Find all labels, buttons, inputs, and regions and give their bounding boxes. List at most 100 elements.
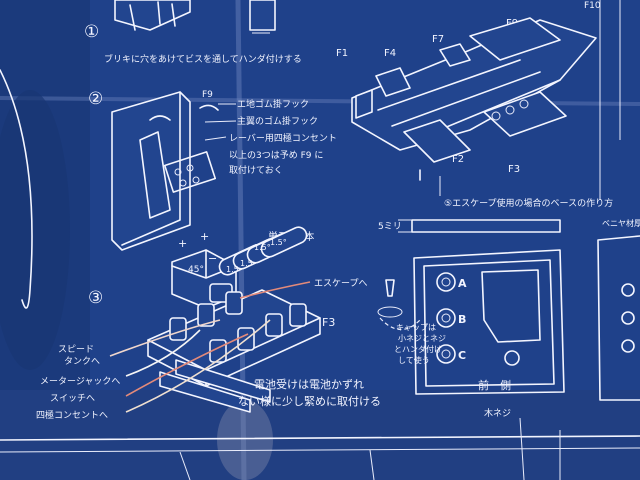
note-hook-1: エ地ゴム掛フック: [237, 98, 309, 110]
border-tick: [179, 451, 191, 480]
plus-mark: +: [200, 230, 209, 243]
part-f10-label: F10: [584, 1, 601, 11]
bulkhead-f1: [355, 89, 373, 119]
label-speed: スピード: [58, 344, 94, 355]
bulkhead-f9: [469, 17, 561, 61]
note-preinstall-2: 取付けておく: [229, 165, 283, 176]
step-1-detail: ① ブリキに穴をあけてビスを通してハンダ付けする: [84, 0, 302, 65]
screw-note-3: とハンダ付け: [394, 344, 442, 354]
terminal-b: [436, 308, 456, 328]
wire-escape: [239, 281, 311, 299]
screw: [157, 1, 161, 25]
part-f3-label: F3: [322, 316, 335, 329]
label-c: C: [458, 349, 466, 362]
bottom-border: 木ネジ: [0, 407, 640, 480]
f9-plate-edge: [121, 91, 181, 246]
wire-switch: [125, 333, 249, 397]
note-preinstall: 以上の3つは予め F9 に: [229, 150, 323, 161]
hook: [199, 104, 219, 111]
terminal-b-inner: [441, 313, 451, 323]
stain: [217, 400, 273, 480]
side-note: ベニヤ材厚にこれを: [602, 218, 640, 228]
battery-mark: 1.5: [226, 265, 239, 274]
battery-mark: 1.5: [240, 259, 253, 268]
note-outlet: レーバー用四極コンセント: [229, 132, 337, 144]
bulkhead-f7: [439, 43, 471, 67]
aa-cells: 1.5 1.5 1.5° 1.5°: [218, 226, 308, 276]
side-view-partial: [597, 235, 640, 401]
leader-line: [204, 136, 227, 141]
hook: [149, 115, 171, 121]
washer: [377, 306, 403, 318]
side-hole: [621, 311, 635, 325]
part-f3-label-top: F3: [508, 164, 520, 175]
wire-speed: [109, 319, 221, 357]
shadow: [0, 90, 70, 370]
outlet-hole: [192, 176, 200, 184]
step-3-detail: ③ F3 エスケープへ スピード タンクへ メータージャックへ スイッチへ 四極…: [36, 278, 381, 421]
label-speed-tank: タンクへ: [64, 356, 100, 367]
contact-clip: [197, 303, 215, 327]
border-line: [0, 447, 640, 453]
terminal-c: [436, 344, 456, 364]
minus-mark: −: [208, 252, 217, 265]
label-escape: エスケープへ: [314, 278, 367, 289]
label-a: A: [458, 277, 467, 290]
outlet-hole: [186, 164, 194, 172]
screw-note-2: 小ネジとネジ: [398, 334, 446, 343]
base-side-view: [411, 219, 561, 233]
aa-cell: [260, 226, 308, 258]
label-meter: メータージャックへ: [40, 376, 120, 387]
f9-plate: [111, 91, 191, 251]
fuselage-outline-left: [0, 69, 33, 309]
part-f7-label: F7: [432, 34, 444, 45]
step-2-detail: ② F9 エ地ゴム掛フック 主翼のゴム掛フック レーバー用四極コンセント 以上の…: [88, 89, 337, 251]
base-plan: [413, 249, 565, 395]
base-cutout: [481, 269, 541, 343]
screw: [171, 3, 176, 27]
outlet-hole: [179, 179, 187, 187]
side-hole: [621, 339, 635, 353]
part-f4-label: F4: [384, 48, 396, 59]
side-panel: [597, 235, 640, 401]
cell: [519, 99, 529, 109]
part-f2-label: F2: [452, 154, 464, 165]
terminal-c-inner: [441, 349, 451, 359]
terminal-a: [436, 272, 456, 292]
contact-clip: [289, 303, 307, 327]
part-f1-label: F1: [336, 48, 348, 59]
block-drawing: [249, 0, 276, 31]
bulkhead-f4: [375, 67, 411, 97]
label-b: B: [458, 313, 466, 326]
paper-shade-bottom: [0, 390, 640, 480]
note-top: ブリキに穴をあけてビスを通してハンダ付けする: [104, 53, 302, 65]
part-f9-label: F9: [202, 90, 213, 100]
battery-mark: 45°: [188, 265, 204, 275]
side-hole: [621, 283, 635, 297]
screw-note-4: して使う: [398, 355, 430, 365]
border-tick: [369, 449, 375, 480]
note-hook-2: 主翼のゴム掛フック: [237, 115, 318, 127]
contact-clip: [225, 291, 243, 315]
leader-arc: [379, 317, 421, 331]
contact-clip: [169, 317, 187, 341]
floor-f3: [483, 91, 567, 137]
mounting-hole: [504, 350, 520, 366]
outlet-hole: [174, 168, 182, 176]
step-1-mark: ①: [84, 22, 99, 42]
battery-holder-note-2: ない様に少し緊めに取付ける: [238, 394, 381, 408]
label-wood-screw: 木ネジ: [484, 407, 511, 419]
battery-mark: 1.5°: [270, 238, 287, 247]
border-line: [0, 435, 640, 441]
wire-outlet: [125, 319, 271, 413]
mounting-rail: [159, 371, 251, 413]
terminal-a-inner: [441, 277, 451, 287]
dimension-label: 5ミリ: [378, 222, 402, 232]
screw-note-1: キャップは: [396, 323, 436, 332]
label-outlet: 四極コンセントへ: [36, 409, 108, 421]
battery-mark: 1.5°: [254, 243, 271, 252]
screw: [129, 4, 136, 31]
escapement-base: ⑤エスケープ使用の場合のベースの作り方 ベニヤ材厚にこれを 5ミリ A B C …: [377, 197, 640, 395]
step-2-mark: ②: [88, 89, 103, 109]
